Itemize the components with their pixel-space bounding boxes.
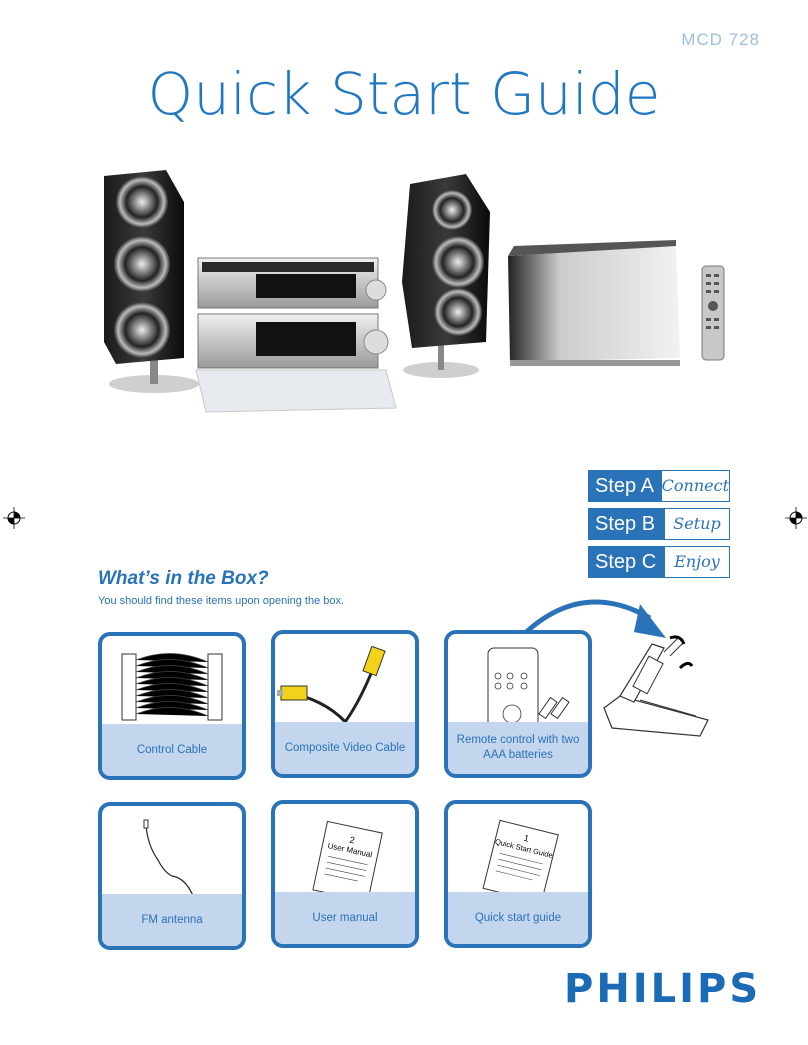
caption-band — [448, 892, 588, 944]
box-item-control-cable: Control Cable — [98, 632, 246, 780]
step-b: Step B Setup — [588, 508, 730, 540]
philips-logo: PHILIPS — [564, 966, 762, 1012]
battery-compartment-icon — [603, 635, 709, 737]
registration-mark-icon — [785, 507, 807, 529]
caption-band — [275, 722, 415, 774]
manual-number: 2 — [349, 835, 356, 846]
step-value: Enjoy — [665, 547, 729, 577]
guide-number: 1 — [523, 833, 530, 844]
page-title: Quick Start Guide — [147, 60, 661, 128]
box-item-quick-start-guide: 1 Quick Start Guide Quick start guide — [444, 800, 592, 948]
steps-panel: Step A Connect Step B Setup Step C Enjoy — [588, 470, 730, 584]
fm-antenna-icon — [143, 819, 195, 899]
model-number: MCD 728 — [681, 30, 760, 49]
control-cable-icon — [121, 653, 223, 721]
step-value: Setup — [665, 509, 729, 539]
box-item-user-manual: 2 User Manual User manual — [271, 800, 419, 948]
step-c: Step C Enjoy — [588, 546, 730, 578]
caption-band — [448, 722, 588, 774]
caption-band — [102, 724, 242, 776]
caption-band — [275, 892, 415, 944]
box-item-remote-control: Remote control with two AAA batteries — [444, 630, 592, 778]
video-cable-icon — [277, 645, 386, 728]
step-label: Step C — [589, 547, 665, 577]
section-subtitle: You should find these items upon opening… — [98, 595, 345, 607]
registration-mark-icon — [3, 507, 25, 529]
section-heading: What’s in the Box? — [98, 568, 269, 589]
step-label: Step B — [589, 509, 665, 539]
item-caption: Control Cable — [136, 743, 208, 756]
product-photo — [104, 170, 725, 413]
step-label: Step A — [589, 471, 662, 501]
quick-start-guide-icon: 1 Quick Start Guide — [482, 819, 559, 898]
item-caption: User manual — [312, 911, 378, 924]
item-caption: Quick start guide — [474, 911, 562, 924]
step-value: Connect — [661, 471, 729, 501]
curved-arrow-icon — [518, 599, 666, 640]
item-caption: Remote control with two AAA batteries — [456, 734, 580, 761]
item-caption: FM antenna — [141, 913, 203, 926]
remote-control-icon — [487, 647, 570, 728]
box-item-fm-antenna: FM antenna — [98, 802, 246, 950]
caption-band — [102, 894, 242, 946]
item-caption: Composite Video Cable — [284, 741, 406, 754]
user-manual-icon: 2 User Manual — [312, 820, 383, 898]
step-a: Step A Connect — [588, 470, 730, 502]
box-item-composite-video-cable: Composite Video Cable — [271, 630, 419, 778]
